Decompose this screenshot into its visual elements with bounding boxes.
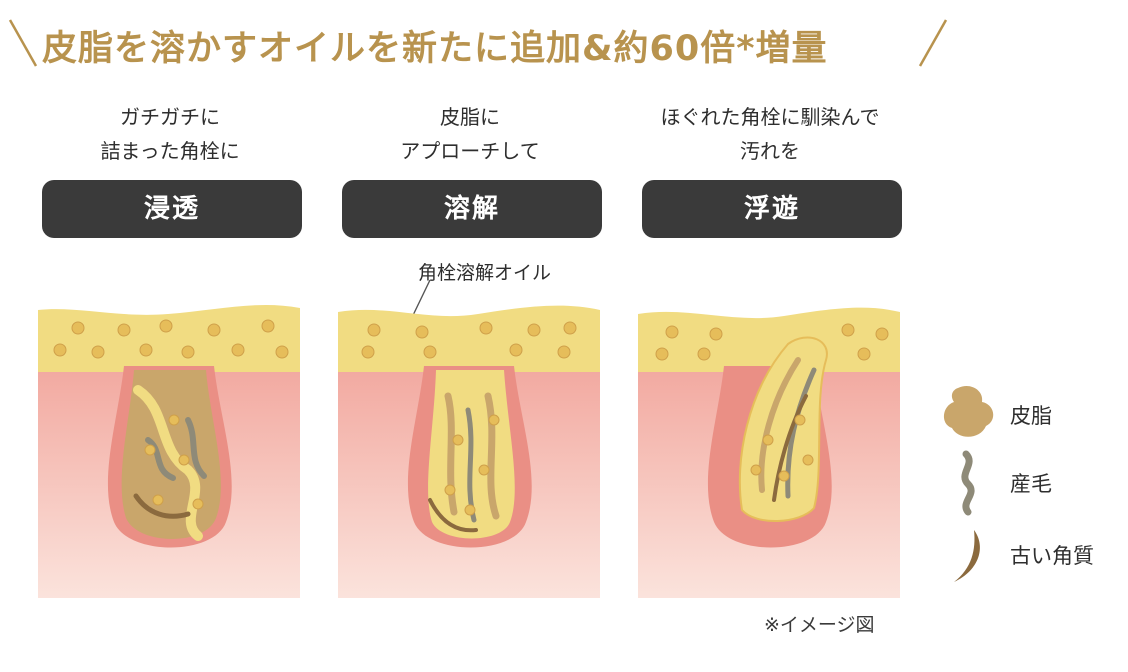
headline: 皮脂を溶かすオイルを新たに追加&約60倍*増量 (0, 14, 1128, 70)
keratin (428, 498, 478, 533)
right-slash-icon (918, 19, 948, 67)
legend-item-vellus-hair: 産毛 (936, 448, 1126, 516)
caption-col-1: ガチガチに 詰まった角栓に (20, 100, 320, 168)
legend-item-old-keratin: 古い角質 (936, 520, 1126, 588)
oil-stream (133, 385, 203, 541)
vellus-hair (145, 437, 176, 481)
caption-col-3: ほぐれた角栓に馴染んで 汚れを (620, 100, 920, 168)
legend-label: 古い角質 (1010, 544, 1094, 568)
oil-surface (338, 305, 600, 372)
oil-surface (638, 307, 900, 372)
sebum-icon (943, 385, 994, 437)
legend-label: 産毛 (1010, 472, 1052, 496)
diagram-panel-penetrate (38, 304, 300, 598)
sebum-fragment (484, 392, 500, 520)
sebum-fragment (444, 392, 458, 516)
image-note: ※イメージ図 (764, 614, 875, 636)
oil-droplets (53, 319, 289, 510)
headline-text: 皮脂を溶かすオイルを新たに追加&約60倍*増量 (42, 29, 828, 69)
oil-droplets (655, 323, 889, 482)
caption-line: 詰まった角栓に (100, 139, 240, 163)
caption-col-2: 皮脂に アプローチして (320, 100, 620, 168)
caption-line: ほぐれた角栓に馴染んで (660, 105, 880, 129)
sebum-fragment (758, 357, 801, 493)
caption-line: 汚れを (740, 139, 800, 163)
keratin (133, 493, 191, 519)
vellus-hair (185, 417, 207, 479)
legend-label: 皮脂 (1010, 404, 1052, 428)
oil-droplets (361, 321, 577, 516)
caption-line: アプローチして (400, 139, 540, 163)
vellus-hair-icon (961, 450, 975, 516)
oil-label: 角栓溶解オイル (418, 262, 552, 284)
caption-line: ガチガチに (120, 105, 220, 129)
vellus-hair (785, 367, 817, 499)
step-badge-dissolve: 溶解 (342, 180, 602, 238)
oil-surface (38, 304, 300, 372)
diagram-panel-float (638, 307, 900, 598)
caption-line: 皮脂に (440, 105, 500, 129)
keratin (772, 394, 808, 502)
left-slash-icon (8, 19, 38, 67)
step-badge-float: 浮遊 (642, 180, 902, 238)
legend-item-sebum: 皮脂 (936, 380, 1126, 448)
step-badge-penetrate: 浸透 (42, 180, 302, 238)
diagram-panel-dissolve (338, 305, 600, 598)
old-keratin-icon (954, 530, 980, 582)
